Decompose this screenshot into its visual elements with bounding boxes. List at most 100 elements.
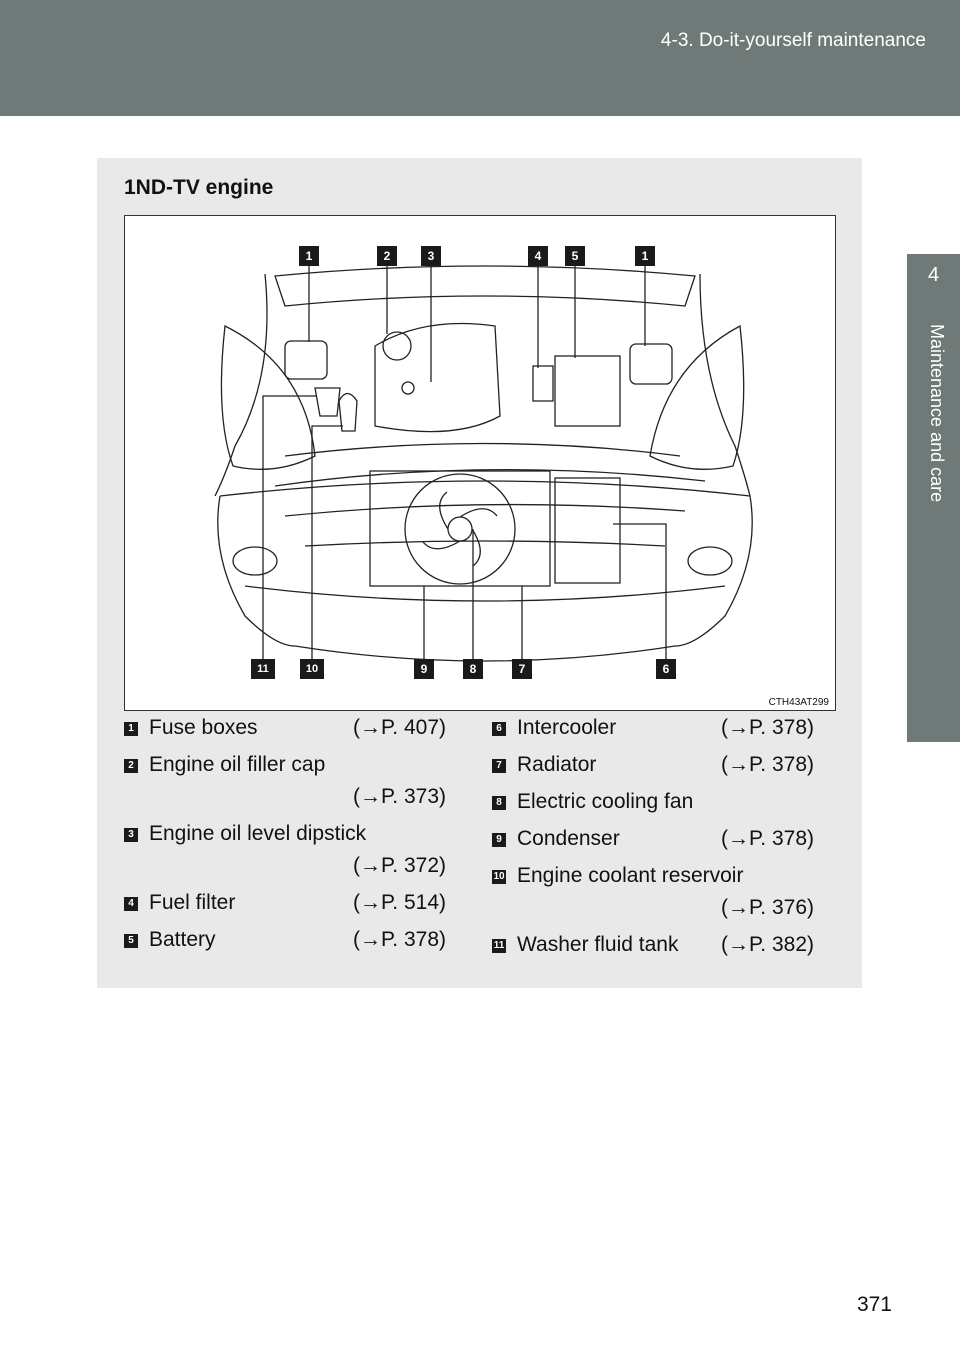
legend-item: 9 Condenser (→P. 378) <box>492 823 814 855</box>
legend-number: 4 <box>124 897 138 911</box>
engine-illustration: 1 2 3 4 5 1 11 10 9 8 7 6 CTH43AT299 <box>124 215 836 711</box>
legend-label: Intercooler <box>517 716 617 739</box>
leader-11 <box>262 395 317 661</box>
page-number: 371 <box>856 1293 892 1316</box>
legend-item: 5 Battery (→P. 378) <box>124 924 446 956</box>
dipstick-ring <box>401 381 415 395</box>
content-panel: 1ND-TV engine <box>97 158 862 988</box>
grille-bar-3 <box>304 540 666 547</box>
legend-label: Engine coolant reservoir <box>517 864 744 887</box>
legend-label: Battery <box>149 928 216 951</box>
legend-label: Radiator <box>517 753 597 776</box>
page-reference: (→P. 378) <box>721 753 814 776</box>
fuel-filter <box>532 365 554 402</box>
legend-left: 1 Fuse boxes (→P. 407) 2 Engine oil fill… <box>124 712 446 961</box>
callout-bottom-11: 11 <box>251 659 275 679</box>
callout-top-1: 1 <box>299 246 319 266</box>
legend-number: 10 <box>492 870 506 884</box>
fender-right <box>649 324 745 470</box>
radiator <box>369 470 551 587</box>
fan-hub <box>447 516 473 542</box>
fog-lamp-left <box>232 546 278 576</box>
engine-diagram <box>214 265 753 662</box>
callout-top-3: 3 <box>421 246 441 266</box>
page-reference: (→P. 378) <box>721 716 814 739</box>
legend-label: Engine oil level dipstick <box>149 822 367 845</box>
legend-number: 5 <box>124 934 138 948</box>
fuse-box-left <box>284 340 328 380</box>
callout-bottom-10: 10 <box>300 659 324 679</box>
legend-item: 11 Washer fluid tank (→P. 382) <box>492 929 814 961</box>
engine-cover <box>374 322 501 433</box>
legend-number: 6 <box>492 722 506 736</box>
fender-left <box>220 325 316 470</box>
leader-6 <box>613 523 667 661</box>
legend-item: 6 Intercooler (→P. 378) <box>492 712 814 744</box>
battery <box>554 355 621 427</box>
page-reference: (→P. 376) <box>721 896 814 919</box>
leader-10 <box>311 425 343 661</box>
intercooler <box>554 477 621 584</box>
hood-outline <box>214 273 268 497</box>
grille-bar-1 <box>274 469 706 487</box>
legend-item: 3 Engine oil level dipstick (→P. 372) <box>124 818 446 882</box>
legend-number: 1 <box>124 722 138 736</box>
legend-number: 11 <box>492 939 506 953</box>
section-title: 4-3. Do-it-yourself maintenance <box>660 30 926 51</box>
legend-number: 8 <box>492 796 506 810</box>
chapter-number: 4 <box>927 264 940 286</box>
bumper-bottom <box>244 585 726 602</box>
page-reference: (→P. 382) <box>721 933 814 956</box>
engine-bay-edge <box>284 442 681 457</box>
callout-bottom-6: 6 <box>656 659 676 679</box>
page-reference: (→P. 514) <box>353 891 446 914</box>
legend-item: 8 Electric cooling fan <box>492 786 814 818</box>
bumper-top <box>219 480 751 497</box>
bumper-side-right <box>674 495 753 647</box>
legend-label: Fuse boxes <box>149 716 258 739</box>
legend-label: Washer fluid tank <box>517 933 679 956</box>
callout-top-2: 2 <box>377 246 397 266</box>
fan-blade <box>422 491 498 567</box>
grille-bar-2 <box>284 503 686 517</box>
page-reference: (→P. 378) <box>721 827 814 850</box>
bumper-lower <box>294 645 676 662</box>
page-reference: (→P. 407) <box>353 716 446 739</box>
hood-outline-right <box>699 273 751 497</box>
legend-number: 3 <box>124 828 138 842</box>
figure-code: CTH43AT299 <box>768 697 829 708</box>
legend-label: Engine oil filler cap <box>149 753 326 776</box>
callout-top-6: 1 <box>635 246 655 266</box>
page-reference: (→P. 378) <box>353 928 446 951</box>
legend-number: 7 <box>492 759 506 773</box>
legend-item: 10 Engine coolant reservoir (→P. 376) <box>492 860 814 924</box>
legend-label: Fuel filter <box>149 891 236 914</box>
legend-item: 4 Fuel filter (→P. 514) <box>124 887 446 919</box>
callout-top-5: 5 <box>565 246 585 266</box>
callout-bottom-7: 7 <box>512 659 532 679</box>
header-band: 4-3. Do-it-yourself maintenance <box>0 0 960 116</box>
cowl <box>274 265 696 307</box>
legend-label: Condenser <box>517 827 620 850</box>
legend-label: Electric cooling fan <box>517 790 694 813</box>
callout-top-4: 4 <box>528 246 548 266</box>
legend-number: 9 <box>492 833 506 847</box>
page-reference: (→P. 372) <box>353 854 446 877</box>
panel-title: 1ND-TV engine <box>124 176 274 199</box>
legend-number: 2 <box>124 759 138 773</box>
callout-bottom-9: 9 <box>414 659 434 679</box>
oil-filler-cap <box>382 331 412 361</box>
chapter-label: Maintenance and care <box>927 324 947 503</box>
callout-bottom-8: 8 <box>463 659 483 679</box>
chapter-tab: 4 Maintenance and care <box>907 254 960 742</box>
washer-tank <box>314 387 341 417</box>
legend-item: 2 Engine oil filler cap (→P. 373) <box>124 749 446 813</box>
bumper-side-left <box>217 495 296 647</box>
coolant-reservoir <box>338 392 358 432</box>
legend-item: 1 Fuse boxes (→P. 407) <box>124 712 446 744</box>
legend-item: 7 Radiator (→P. 378) <box>492 749 814 781</box>
fuse-box-right <box>629 343 673 385</box>
fan-shroud <box>404 473 516 585</box>
page-reference: (→P. 373) <box>353 785 446 808</box>
fog-lamp-right <box>687 546 733 576</box>
